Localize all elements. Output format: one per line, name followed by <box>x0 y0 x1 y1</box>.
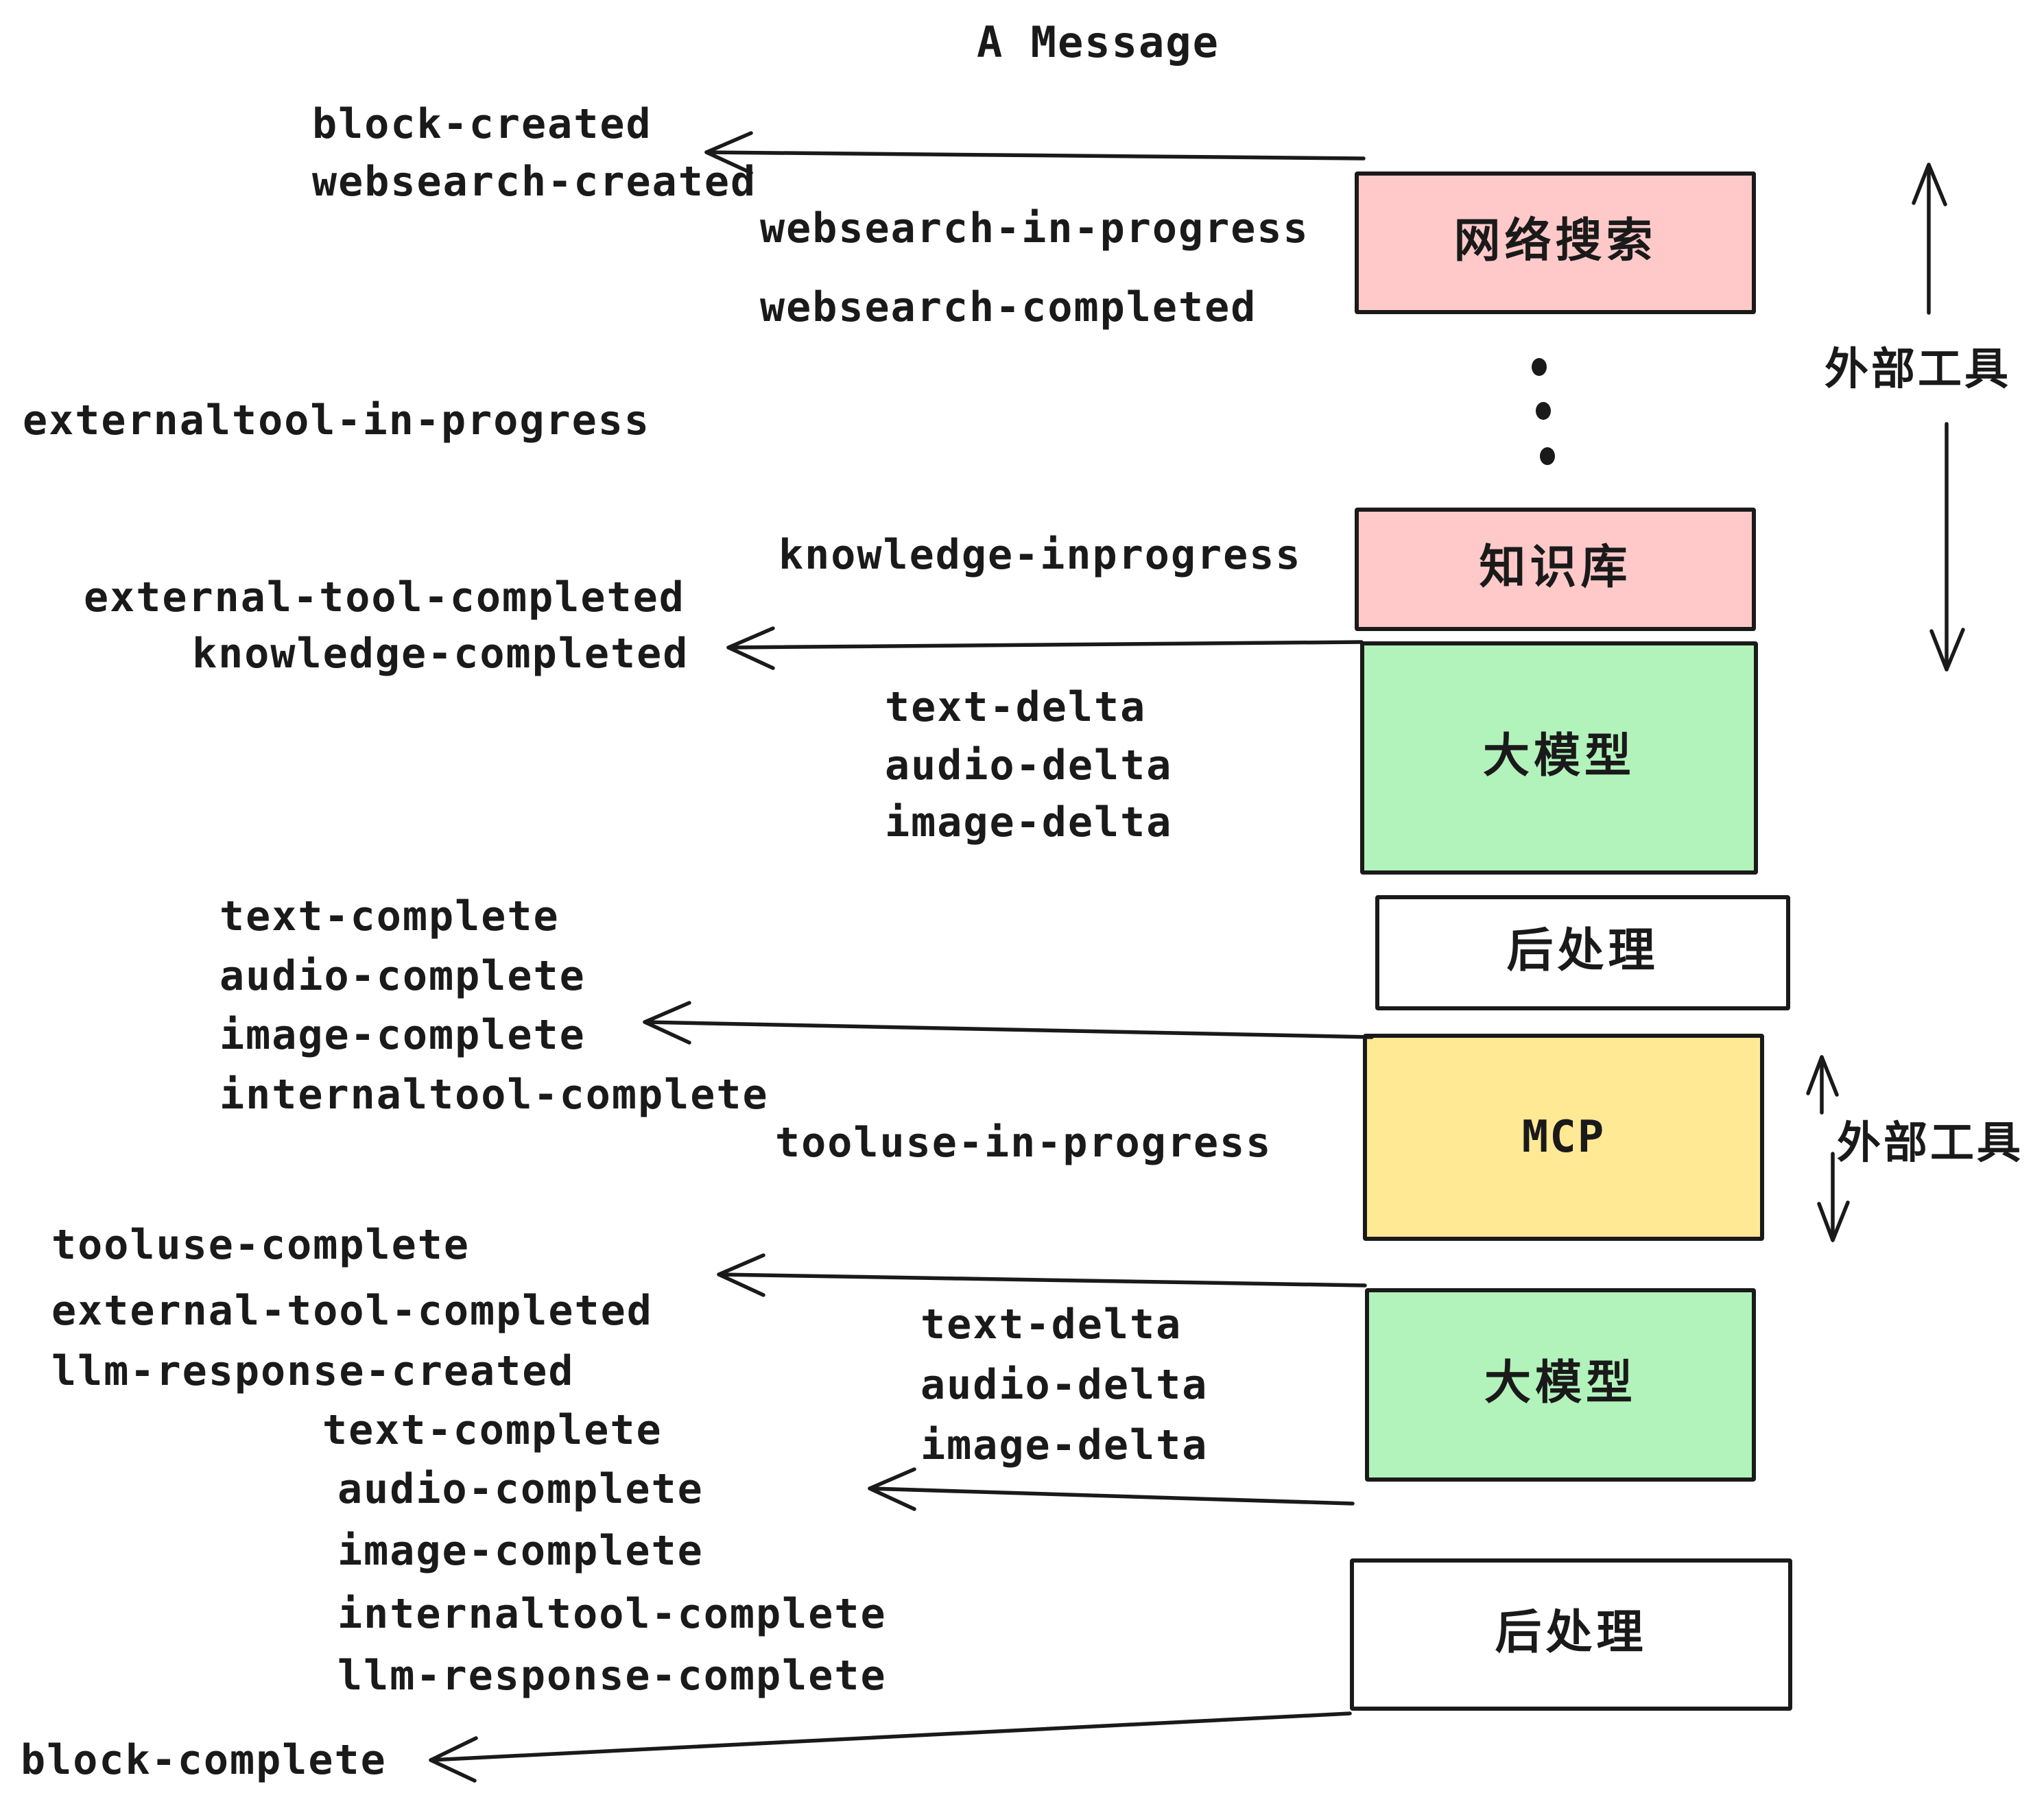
event-block-complete: block-complete <box>21 1736 387 1784</box>
arrow-to-websearch-created <box>704 131 1366 175</box>
box-mcp-label: MCP <box>1521 1112 1606 1163</box>
event-llm-response-complete: llm-response-complete <box>337 1652 887 1700</box>
event-text-complete-2: text-complete <box>322 1406 663 1454</box>
diagram-title: A Message <box>977 17 1220 67</box>
event-websearch-completed: websearch-completed <box>760 283 1257 331</box>
box-knowledge-label: 知识库 <box>1479 540 1632 595</box>
event-image-delta-2: image-delta <box>920 1421 1209 1469</box>
box-postprocess-1: 后处理 <box>1375 895 1790 1010</box>
event-knowledge-inprogress: knowledge-inprogress <box>779 531 1302 579</box>
box-llm-2-label: 大模型 <box>1484 1355 1637 1410</box>
side-label-external-tools-2: 外部工具 <box>1837 1118 2023 1169</box>
event-text-complete-1: text-complete <box>219 892 560 940</box>
box-llm-2: 大模型 <box>1365 1288 1756 1482</box>
event-externaltool-in-progress: externaltool-in-progress <box>23 396 650 444</box>
event-audio-complete-2: audio-complete <box>337 1465 704 1513</box>
side-label-external-tools-1: 外部工具 <box>1825 344 2011 395</box>
arrow-to-block-complete <box>429 1711 1352 1783</box>
box-postprocess-2-label: 后处理 <box>1495 1605 1648 1660</box>
event-knowledge-completed: knowledge-completed <box>192 630 689 678</box>
event-tooluse-complete: tooluse-complete <box>51 1221 470 1269</box>
arrow-to-knowledge-completed <box>726 626 1364 670</box>
event-websearch-created: websearch-created <box>312 158 757 206</box>
event-websearch-in-progress: websearch-in-progress <box>760 204 1309 252</box>
event-block-created: block-created <box>312 100 652 148</box>
event-audio-complete-1: audio-complete <box>219 952 586 1000</box>
box-websearch: 网络搜索 <box>1355 171 1756 314</box>
external-tools-1-down-arrow <box>1929 422 1965 672</box>
box-postprocess-2: 后处理 <box>1350 1558 1792 1711</box>
arrow-to-tooluse-complete <box>717 1253 1367 1297</box>
event-image-complete-1: image-complete <box>219 1011 586 1059</box>
event-audio-delta-2: audio-delta <box>920 1361 1209 1409</box>
box-mcp: MCP <box>1363 1034 1764 1241</box>
box-websearch-label: 网络搜索 <box>1453 213 1657 268</box>
event-text-delta-1: text-delta <box>885 683 1147 731</box>
box-llm-1-label: 大模型 <box>1482 728 1635 783</box>
event-image-delta-1: image-delta <box>885 798 1173 846</box>
box-postprocess-1-label: 后处理 <box>1506 923 1659 978</box>
event-tooluse-in-progress: tooluse-in-progress <box>775 1119 1272 1167</box>
arrow-to-audio-complete <box>868 1467 1355 1511</box>
arrow-to-image-complete <box>643 1001 1374 1045</box>
event-text-delta-2: text-delta <box>920 1301 1183 1349</box>
box-llm-1: 大模型 <box>1360 641 1758 875</box>
event-internaltool-complete-2: internaltool-complete <box>337 1590 887 1638</box>
box-knowledge: 知识库 <box>1355 508 1756 631</box>
event-external-tool-completed-2: external-tool-completed <box>51 1287 653 1335</box>
external-tools-1-up-arrow <box>1912 163 1947 315</box>
event-audio-delta-1: audio-delta <box>885 741 1173 790</box>
event-image-complete-2: image-complete <box>337 1527 704 1575</box>
event-llm-response-created: llm-response-created <box>51 1347 575 1395</box>
external-tools-2-up-arrow <box>1806 1055 1839 1115</box>
event-internaltool-complete-1: internaltool-complete <box>219 1071 769 1119</box>
event-external-tool-completed-1: external-tool-completed <box>84 573 685 621</box>
